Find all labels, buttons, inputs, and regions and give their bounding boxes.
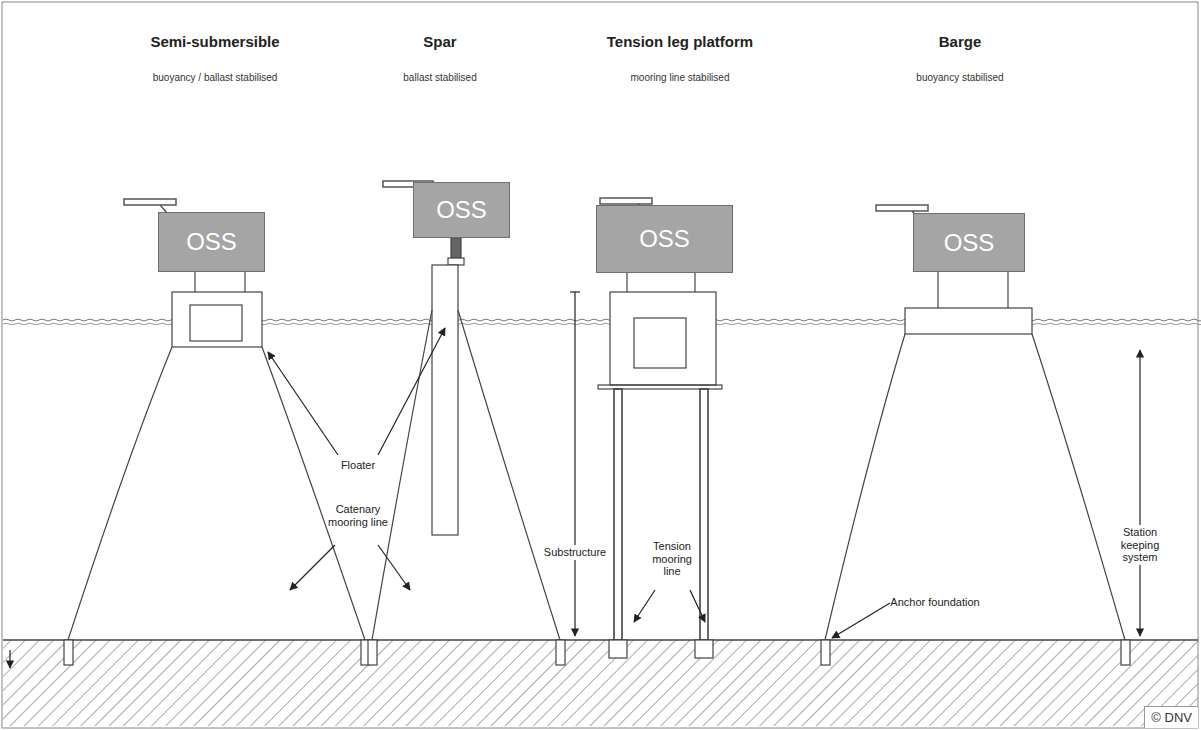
part-label: Anchor foundation [890, 596, 979, 609]
column-subtitle: mooring line stabilised [631, 72, 730, 84]
column-subtitle: buoyancy stabilised [916, 72, 1003, 84]
seabed-line [3, 639, 1198, 641]
oss-box: OSS [158, 212, 265, 272]
box-text: OSS [436, 196, 487, 224]
column-subtitle: ballast stabilised [403, 72, 476, 84]
anchor-foundation [64, 640, 1130, 665]
tension-leg-platform [598, 273, 722, 640]
spar [372, 238, 560, 640]
box-text: OSS [944, 229, 995, 257]
semi-submersible [68, 272, 365, 640]
part-label: Substructure [542, 545, 608, 560]
oss-box: OSS [913, 213, 1025, 272]
seabed-hatch [3, 640, 1198, 726]
box-text: OSS [639, 225, 690, 253]
column-title: Barge [939, 33, 982, 50]
oss-box: OSS [413, 182, 510, 238]
column-subtitle: buoyancy / ballast stabilised [153, 72, 278, 84]
part-label: Floater [341, 459, 375, 472]
box-text: OSS [186, 228, 237, 256]
part-label: Catenary mooring line [323, 503, 393, 528]
dimension-arrow [570, 292, 1140, 636]
column-title: Spar [423, 33, 456, 50]
leader-arrow [10, 328, 890, 668]
barge [825, 272, 1125, 640]
part-label: Tension mooring line [643, 540, 701, 578]
copyright-mark: © DNV [1144, 706, 1198, 728]
column-title: Tension leg platform [607, 33, 753, 50]
part-label: Station keeping system [1110, 525, 1170, 565]
column-title: Semi-submersible [150, 33, 279, 50]
oss-box: OSS [596, 205, 733, 273]
